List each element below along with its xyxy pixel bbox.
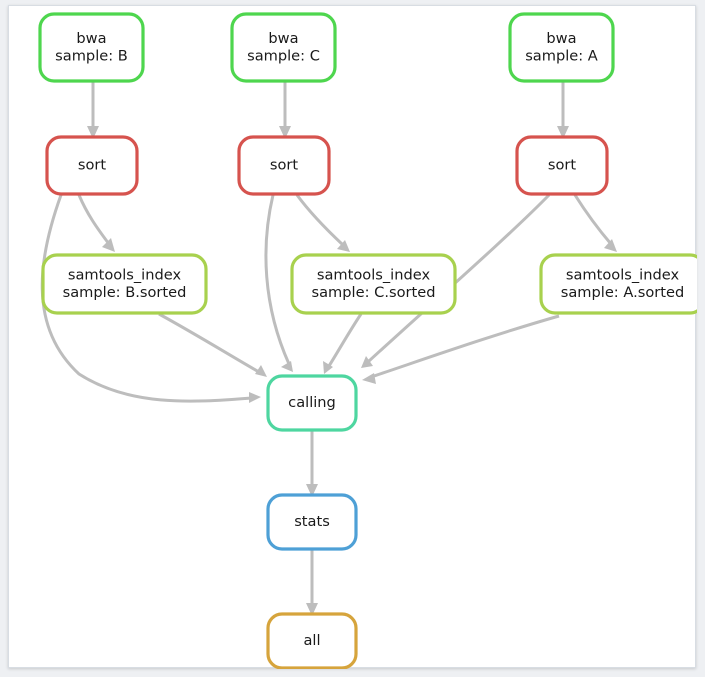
edge-idx_C-to-calling bbox=[323, 313, 363, 374]
edge-sort_B-to-idx_B bbox=[77, 194, 115, 252]
node-box[interactable] bbox=[290, 253, 457, 315]
arrow-head-icon bbox=[604, 239, 617, 252]
node-box[interactable] bbox=[266, 612, 358, 669]
arrow-head-icon bbox=[557, 126, 569, 139]
edge-bwa_C-to-sort_C bbox=[279, 82, 291, 139]
dag-node-all[interactable]: all bbox=[266, 612, 358, 669]
edge-stats-to-all bbox=[306, 550, 318, 616]
node-box[interactable] bbox=[508, 12, 615, 83]
edge-sort_A-to-calling bbox=[361, 193, 551, 368]
edge-sort_B-to-calling bbox=[40, 194, 261, 403]
arrow-head-icon bbox=[361, 356, 373, 368]
edge-layer bbox=[40, 82, 617, 616]
node-box[interactable] bbox=[266, 374, 358, 432]
arrow-head-icon bbox=[362, 373, 376, 384]
dag-node-sort_B[interactable]: sort bbox=[45, 135, 139, 196]
edge-idx_B-to-calling bbox=[158, 312, 267, 377]
node-box[interactable] bbox=[237, 135, 331, 196]
node-box[interactable] bbox=[38, 12, 145, 83]
arrow-head-icon bbox=[279, 126, 291, 139]
node-box[interactable] bbox=[41, 253, 208, 315]
node-box[interactable] bbox=[515, 135, 609, 196]
edge-sort_C-to-idx_C bbox=[295, 194, 350, 252]
edge-bwa_A-to-sort_A bbox=[557, 82, 569, 139]
arrow-head-icon bbox=[255, 365, 267, 377]
node-box[interactable] bbox=[266, 493, 358, 551]
dag-node-sort_A[interactable]: sort bbox=[515, 135, 609, 196]
arrow-head-icon bbox=[281, 361, 293, 372]
arrow-head-icon bbox=[249, 392, 261, 403]
edge-bwa_B-to-sort_B bbox=[87, 82, 99, 139]
edge-sort_C-to-calling bbox=[264, 194, 293, 372]
dag-node-sort_C[interactable]: sort bbox=[237, 135, 331, 196]
edge-idx_A-to-calling bbox=[362, 314, 560, 384]
arrow-head-icon bbox=[306, 484, 318, 497]
edge-calling-to-stats bbox=[306, 431, 318, 497]
arrow-head-icon bbox=[102, 238, 115, 252]
edge-sort_A-to-idx_A bbox=[573, 194, 617, 252]
node-box[interactable] bbox=[45, 135, 139, 196]
node-box[interactable] bbox=[230, 12, 337, 83]
arrow-head-icon bbox=[87, 126, 99, 139]
node-box[interactable] bbox=[539, 253, 697, 315]
dag-node-stats[interactable]: stats bbox=[266, 493, 358, 551]
arrow-head-icon bbox=[306, 603, 318, 616]
dag-node-calling[interactable]: calling bbox=[266, 374, 358, 432]
arrow-head-icon bbox=[337, 240, 350, 252]
arrow-head-icon bbox=[323, 361, 333, 374]
